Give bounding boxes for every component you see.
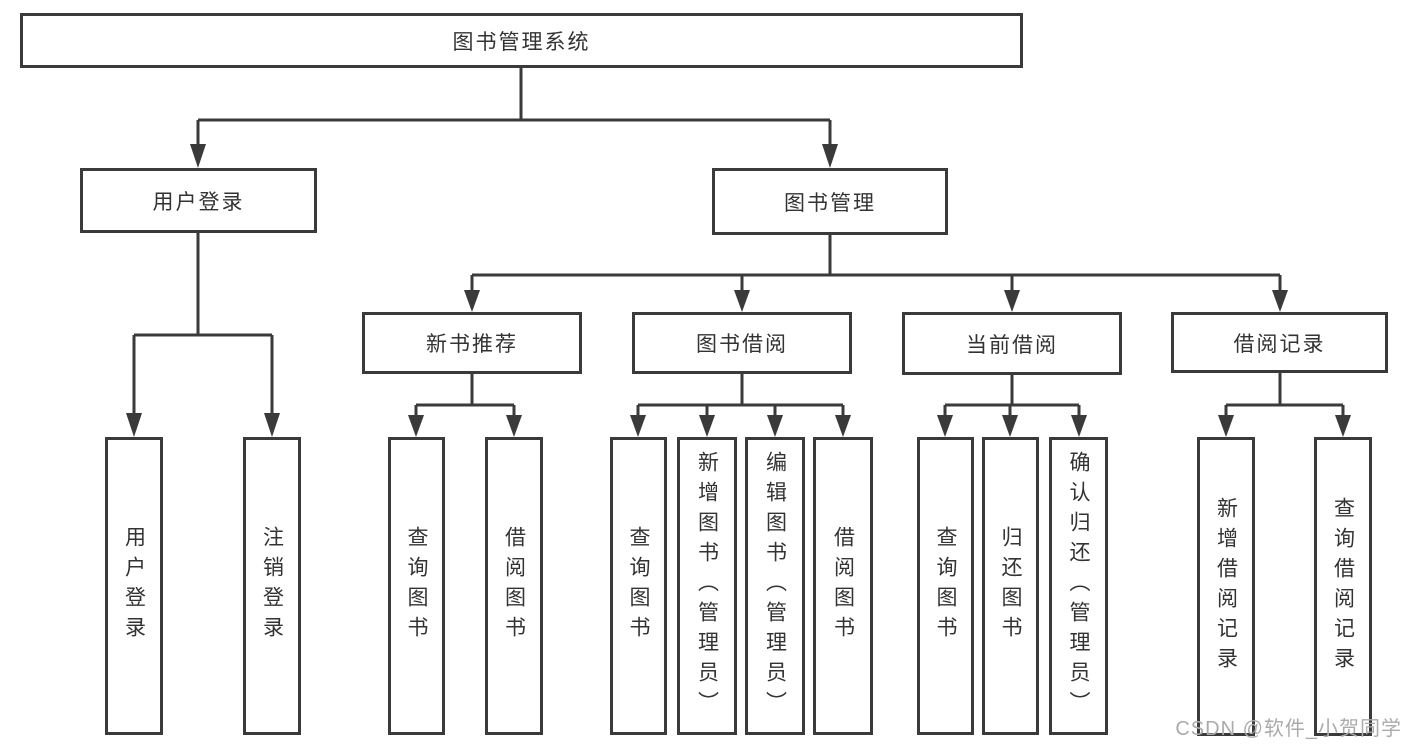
- leaf-cb-return-books-label: 归还图书: [999, 526, 1023, 646]
- leaf-br-add-record-label: 新增借阅记录: [1214, 496, 1238, 677]
- leaf-logout: 注销登录: [243, 437, 301, 735]
- connector-new-book-rec-to-leaves: [408, 374, 522, 437]
- node-book-borrowing: 图书借阅: [632, 312, 852, 374]
- leaf-user-login-label: 用户登录: [122, 526, 146, 646]
- node-new-book-rec: 新书推荐: [362, 312, 582, 374]
- node-current-borrowing-label: 当前借阅: [966, 333, 1058, 357]
- leaf-bb-edit-books-admin: 编辑图书（管理员）: [745, 437, 805, 735]
- node-borrowing-records-label: 借阅记录: [1233, 332, 1326, 356]
- connector-root-to-level2: [190, 68, 838, 168]
- node-user-login-label: 用户登录: [152, 190, 245, 214]
- connector-current-borrowing-to-leaves: [937, 375, 1087, 437]
- leaf-cb-query-books-label: 查询图书: [934, 526, 958, 646]
- leaf-bb-borrow-books-label: 借阅图书: [831, 526, 855, 646]
- node-root-label: 图书管理系统: [452, 30, 591, 54]
- leaf-bb-query-books-label: 查询图书: [627, 526, 651, 646]
- node-user-login: 用户登录: [80, 168, 317, 233]
- leaf-nbr-borrow-books-label: 借阅图书: [502, 526, 526, 646]
- connector-borrowing-records-to-leaves: [1218, 373, 1351, 437]
- leaf-nbr-query-books: 查询图书: [388, 437, 445, 735]
- leaf-nbr-borrow-books: 借阅图书: [485, 437, 543, 735]
- node-book-borrowing-label: 图书借阅: [696, 333, 788, 356]
- leaf-bb-borrow-books: 借阅图书: [813, 437, 873, 735]
- connector-book-mgmt-to-level3: [464, 235, 1288, 312]
- leaf-cb-confirm-return-admin: 确认归还（管理员）: [1049, 437, 1108, 735]
- leaf-bb-edit-books-admin-label: 编辑图书（管理员）: [763, 451, 787, 721]
- leaf-cb-return-books: 归还图书: [982, 437, 1039, 735]
- leaf-cb-confirm-return-admin-label: 确认归还（管理员）: [1067, 451, 1091, 721]
- connector-user-login-to-leaves: [126, 233, 280, 437]
- leaf-user-login: 用户登录: [105, 437, 163, 735]
- leaf-cb-query-books: 查询图书: [917, 437, 974, 735]
- leaf-bb-add-books-admin: 新增图书（管理员）: [677, 437, 737, 735]
- node-root: 图书管理系统: [20, 13, 1023, 68]
- node-book-mgmt: 图书管理: [712, 168, 948, 235]
- watermark: CSDN @软件_小贺同学: [1175, 718, 1402, 740]
- node-book-mgmt-label: 图书管理: [784, 191, 876, 215]
- leaf-logout-label: 注销登录: [260, 526, 284, 646]
- connector-book-borrowing-to-leaves: [630, 374, 851, 437]
- node-borrowing-records: 借阅记录: [1171, 312, 1388, 373]
- node-new-book-rec-label: 新书推荐: [426, 333, 518, 356]
- leaf-br-add-record: 新增借阅记录: [1197, 437, 1255, 736]
- node-current-borrowing: 当前借阅: [902, 312, 1122, 375]
- leaf-br-query-record-label: 查询借阅记录: [1331, 496, 1355, 677]
- leaf-bb-query-books: 查询图书: [610, 437, 667, 735]
- leaf-nbr-query-books-label: 查询图书: [405, 526, 429, 646]
- leaf-br-query-record: 查询借阅记录: [1314, 437, 1372, 736]
- leaf-bb-add-books-admin-label: 新增图书（管理员）: [695, 451, 719, 721]
